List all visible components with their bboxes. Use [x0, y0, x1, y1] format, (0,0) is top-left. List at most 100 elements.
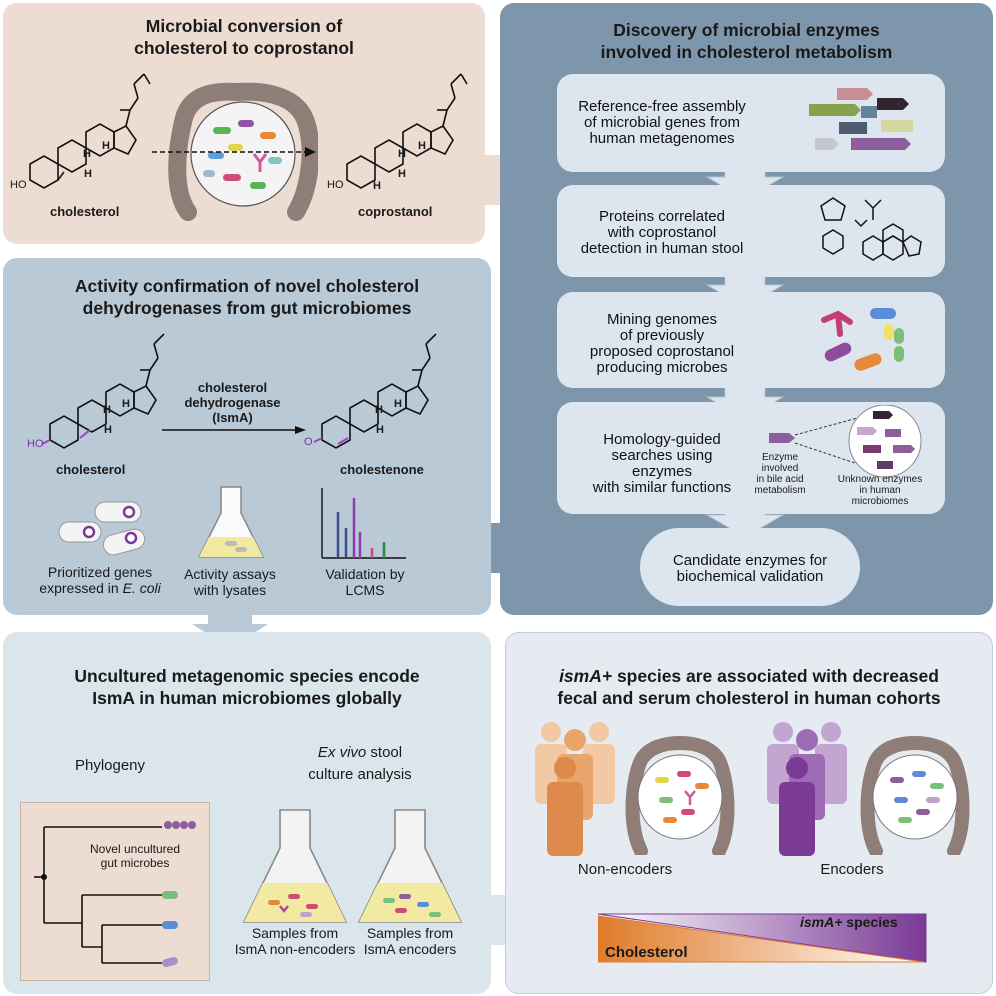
panel2-title-line1: Discovery of microbial enzymes	[613, 20, 880, 40]
enzyme-name-line1: cholesterol	[197, 380, 268, 395]
enzyme-name-line3: (IsmA)	[212, 410, 253, 425]
flask1-line1: Samples from	[251, 925, 339, 941]
candidate-enzymes-box	[640, 528, 860, 606]
final-line2: biochemical validation	[676, 568, 824, 585]
step4-line3: enzymes	[631, 463, 693, 480]
step1-line1: Reference-free assembly	[578, 98, 746, 115]
step-box-assembly	[557, 74, 945, 172]
panel3-title-line1: Activity confirmation of novel cholester…	[74, 276, 420, 296]
unknown-enzymes-line2: in human	[859, 485, 901, 496]
enzyme-homology-icon	[769, 405, 922, 478]
flask2-line1: Samples from	[366, 925, 454, 941]
lcms-chart-icon	[321, 488, 406, 559]
conversion-arrow	[152, 147, 316, 157]
phylogeny-label: Phylogeny	[74, 757, 146, 774]
ecoli-cells-icon	[58, 501, 146, 556]
lysate-flask-icon	[197, 486, 265, 558]
step1-line2: of microbial genes from	[584, 114, 740, 131]
exvivo-line2: culture analysis	[308, 766, 412, 783]
arrow-down-to-panel4	[192, 610, 268, 648]
reaction-arrow	[162, 426, 306, 434]
step2-line1: Proteins correlated	[599, 208, 725, 225]
panel5-title-line1: ismA+ species are associated with decrea…	[505, 666, 993, 687]
panel5-title-line2: fecal and serum cholesterol in human coh…	[557, 688, 941, 708]
flask-non-encoders	[242, 809, 348, 923]
enzyme-label-line2: involved	[761, 463, 799, 474]
h-label-3b: H	[122, 398, 130, 410]
non-encoders-label: Non-encoders	[577, 861, 673, 878]
h-label-3f: H	[376, 424, 384, 436]
exvivo-italic: Ex vivo	[317, 744, 367, 761]
unknown-enzymes-line1: Unknown enzymes	[837, 474, 923, 485]
encoders-label: Encoders	[820, 861, 884, 878]
step4-line2: searches using	[611, 447, 713, 464]
cap2-line1: Activity assays	[184, 566, 276, 582]
species-label: ismA+ species	[800, 914, 898, 930]
cap1-line1: Prioritized genes	[47, 564, 153, 580]
cholesterol-structure-left	[29, 73, 151, 189]
enzyme-name-line2: dehydrogenase	[184, 395, 281, 410]
cholesterol-label-2: cholesterol	[56, 462, 126, 477]
cholesterol-label-1: cholesterol	[50, 204, 120, 219]
o-label-3: O	[304, 436, 313, 448]
flask1-line2: IsmA non-encoders	[234, 941, 356, 957]
h-label-3d: H	[375, 404, 383, 416]
novel-microbes-line2: gut microbes	[100, 856, 170, 870]
ho-label-2: HO	[327, 179, 344, 191]
step3-line2: of previously	[619, 327, 705, 344]
species-rest: species	[842, 914, 898, 930]
h-label-3a: H	[103, 404, 111, 416]
cap3-line2: LCMS	[345, 582, 385, 598]
cap1-line2-prefix: expressed in	[39, 580, 123, 596]
flask2-line2: IsmA encoders	[363, 941, 457, 957]
step4-line4: with similar functions	[592, 479, 732, 496]
ho-label-1: HO	[10, 179, 27, 191]
step2-line2: with coprostanol	[607, 224, 717, 241]
step3-line1: Mining genomes	[606, 311, 718, 328]
enzyme-label-line3: in bile acid	[756, 474, 804, 485]
enzyme-label-line1: Enzyme	[761, 452, 799, 463]
panel4-title-line2: IsmA in human microbiomes globally	[92, 688, 402, 708]
h-label-1g: H	[373, 180, 381, 192]
final-line1: Candidate enzymes for	[672, 552, 828, 569]
panel5-title-rest: species are associated with decreased	[612, 666, 939, 686]
cholestenone-structure	[313, 333, 437, 449]
step3-line3: proposed coprostanol	[589, 343, 735, 360]
enzyme-label-line4: metabolism	[754, 485, 806, 496]
h-label-1c: H	[84, 168, 92, 180]
phylogeny-tree-box	[20, 802, 210, 981]
gene-fragments-icon	[809, 88, 913, 150]
phylogeny-tree	[34, 821, 196, 968]
cholesterol-gradient-label: Cholesterol	[605, 944, 688, 961]
microbes-icon	[821, 308, 904, 371]
gut-encoders-icon	[860, 735, 970, 855]
panel2-title-line2: involved in cholesterol metabolism	[600, 42, 893, 62]
species-italic: ismA+	[800, 914, 843, 930]
cap3-line1: Validation by	[325, 566, 405, 582]
coprostanol-structure	[346, 73, 468, 189]
h-label-1f: H	[398, 168, 406, 180]
h-label-1b: H	[102, 140, 110, 152]
exvivo-line1: Ex vivo stool	[280, 745, 440, 760]
novel-microbes-line1: Novel uncultured	[89, 842, 181, 856]
h-label-3e: H	[394, 398, 402, 410]
step1-line3: human metagenomes	[589, 130, 735, 147]
people-encoders-icon	[767, 722, 847, 856]
flask-encoders	[357, 809, 463, 923]
step4-line1: Homology-guided	[603, 431, 721, 448]
h-label-1e: H	[418, 140, 426, 152]
gut-non-encoders-icon	[625, 735, 735, 855]
h-label-1d: H	[398, 148, 406, 160]
h-label-3c: H	[104, 424, 112, 436]
panel5-title-italic: ismA+	[559, 666, 613, 686]
cholestenone-label: cholestenone	[340, 462, 424, 477]
h-label-1a: H	[83, 148, 91, 160]
exvivo-rest: stool	[366, 744, 403, 761]
panel1-title-line1: Microbial conversion of	[145, 16, 343, 36]
species-cholesterol-gradients	[598, 913, 927, 963]
cap1-line2-italic: E. coli	[122, 580, 161, 596]
cholesterol-structure-2	[41, 333, 165, 449]
step2-line3: detection in human stool	[580, 240, 744, 257]
cap1-line2: expressed in E. coli	[20, 581, 180, 596]
molecule-shapes-icon	[820, 197, 922, 261]
